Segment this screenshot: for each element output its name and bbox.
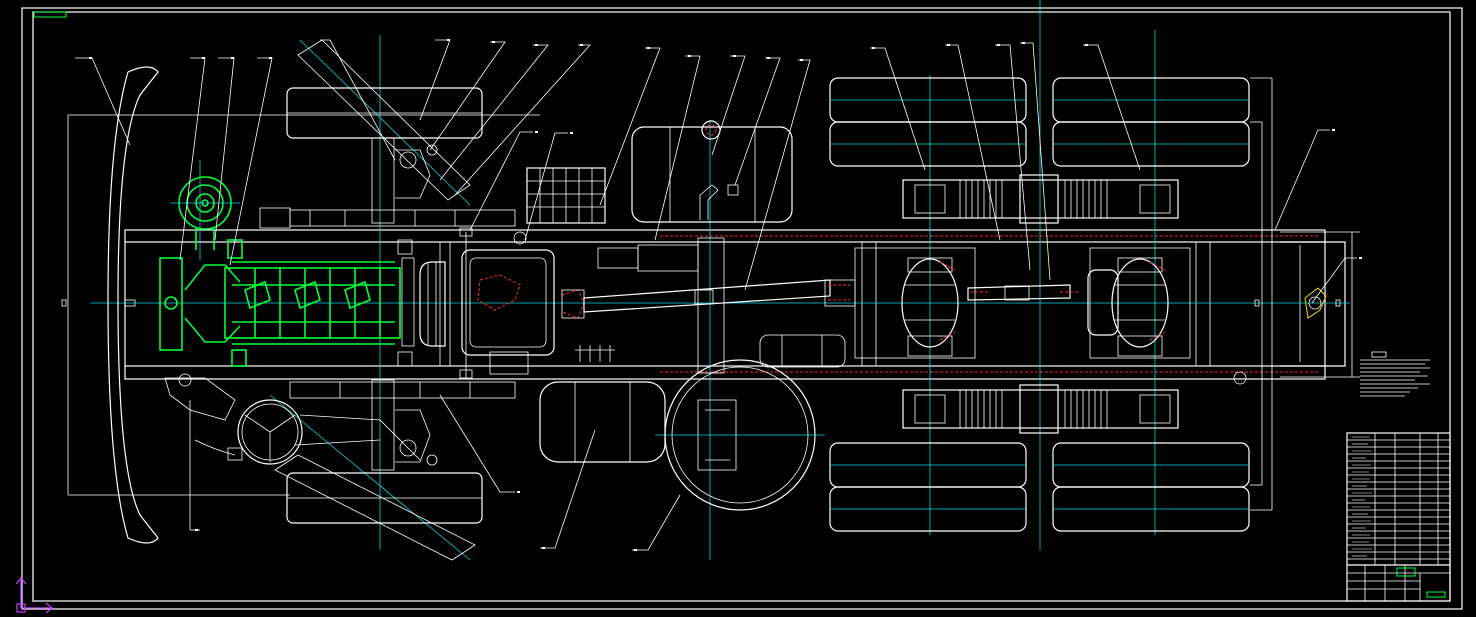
air-tanks: [539, 244, 846, 463]
chassis-frame: [124, 229, 1346, 380]
annotation-marks: [89, 39, 1362, 551]
front-bumper: [107, 66, 159, 544]
front-axle-wheels: [164, 39, 516, 561]
title-block: [1346, 432, 1451, 602]
tow-hook: [1233, 287, 1327, 385]
rear-axles: [854, 247, 1191, 359]
dimension-lines: [61, 77, 1360, 511]
spare-wheel: [655, 237, 825, 511]
engine: [159, 239, 415, 367]
centerlines: [90, 0, 1350, 561]
leader-lines: [75, 39, 1357, 551]
notes-block: [1360, 351, 1430, 397]
fan-pulley: [170, 176, 240, 250]
battery-box: [526, 167, 606, 224]
driveshaft: [583, 279, 1080, 313]
fuel-tank: [631, 120, 793, 223]
gearbox: [419, 227, 585, 379]
rear-wheels: [829, 77, 1250, 532]
drawing-frame: [21, 7, 1463, 610]
ucs-axis-icon: [15, 577, 53, 614]
rear-springs: [902, 174, 1179, 434]
